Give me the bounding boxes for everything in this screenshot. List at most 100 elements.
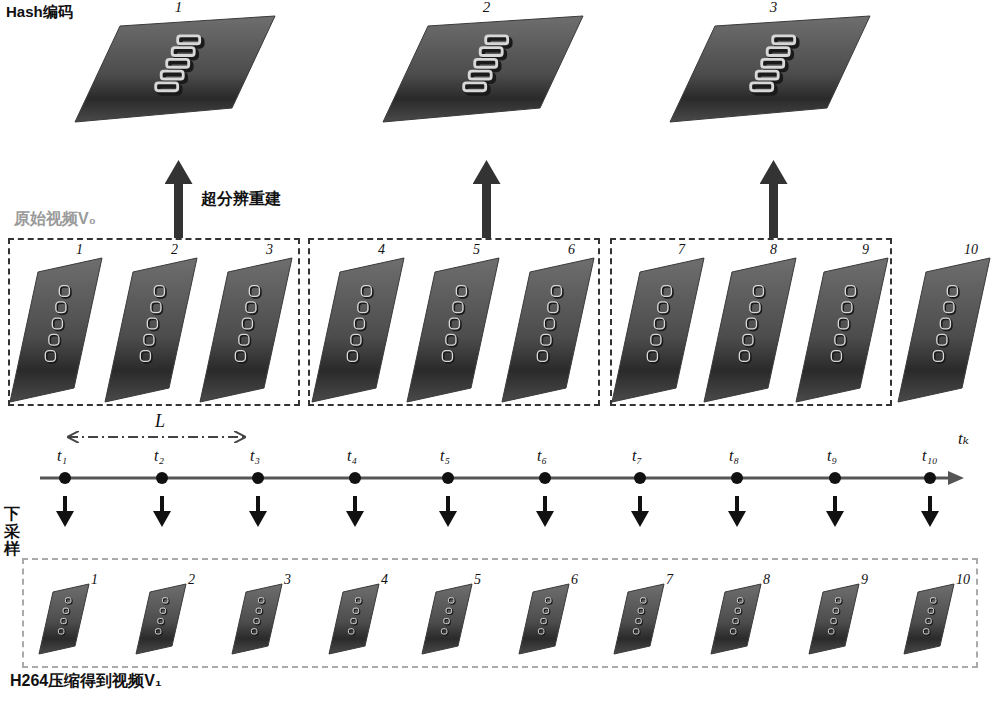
video-frame-node: 8	[711, 574, 781, 654]
glyph-highlight	[730, 629, 736, 634]
glyph-shadow	[349, 630, 355, 635]
glyph-highlight	[633, 629, 639, 634]
frame-number: 2	[383, 0, 590, 16]
section-label: Hash编码	[6, 4, 73, 21]
frame-image	[422, 584, 472, 654]
glyph-highlight	[548, 302, 558, 313]
glyph-highlight	[845, 286, 855, 297]
glyph-highlight	[762, 59, 784, 67]
glyph-highlight	[541, 618, 547, 623]
frame-number: 2	[171, 242, 178, 257]
frame-image	[711, 584, 761, 654]
glyph-highlight	[446, 608, 452, 613]
frame-image	[329, 584, 379, 654]
time-label: t₆	[537, 447, 547, 465]
frame-image	[670, 16, 870, 122]
glyph-shadow	[356, 599, 362, 604]
frame-number: 2	[188, 572, 195, 587]
glyph-shadow	[539, 630, 545, 635]
glyph-highlight	[647, 351, 657, 362]
video-frame-node: 1	[10, 242, 102, 402]
frame-group: 原始视频V₀123	[8, 238, 300, 406]
frame-number: 10	[964, 242, 978, 257]
video-frame-node: 7	[614, 574, 684, 654]
frame-group: 456	[308, 238, 600, 406]
glyph-highlight	[537, 351, 547, 362]
glyph-highlight	[160, 608, 166, 613]
glyph-highlight	[835, 334, 845, 345]
interval-dimension	[68, 436, 245, 438]
video-frame-node: 6	[519, 574, 589, 654]
time-dot	[349, 472, 361, 484]
glyph-highlight	[640, 598, 646, 603]
glyph-highlight	[56, 302, 66, 313]
glyph-highlight	[49, 334, 59, 345]
glyph-highlight	[351, 334, 361, 345]
video-frame-node: 2	[136, 574, 206, 654]
glyph-shadow	[64, 609, 70, 614]
video-frame-node: 9	[796, 242, 888, 402]
glyph-highlight	[486, 36, 508, 44]
frame-number: 4	[381, 572, 388, 587]
glyph-highlight	[140, 351, 150, 362]
frame-image	[796, 258, 888, 402]
glyph-shadow	[924, 630, 930, 635]
downsample-arrow	[638, 496, 642, 512]
frame-number: 1	[75, 0, 282, 16]
glyph-highlight	[162, 598, 168, 603]
frame-image	[136, 584, 186, 654]
glyph-highlight	[926, 618, 932, 623]
glyph-highlight	[541, 334, 551, 345]
video-frame	[502, 258, 594, 402]
glyph-shadow	[542, 619, 548, 624]
video-frame-node: 4	[312, 242, 404, 402]
video-frame	[232, 584, 282, 654]
glyph-highlight	[544, 318, 554, 329]
video-frame-node: 10	[904, 574, 974, 654]
reconstruction-arrow	[769, 184, 778, 238]
time-label: t₃	[250, 447, 260, 465]
glyph-highlight	[543, 608, 549, 613]
glyph-highlight	[940, 318, 950, 329]
frame-number: 9	[861, 572, 868, 587]
frame-image	[614, 584, 664, 654]
frame-image	[704, 258, 796, 402]
glyph-highlight	[161, 71, 183, 79]
video-frame	[383, 16, 583, 122]
time-label: t₄	[347, 447, 357, 465]
frame-number: 4	[378, 242, 385, 257]
video-frame	[75, 16, 275, 122]
glyph-highlight	[58, 629, 64, 634]
group-heading: 原始视频V₀	[14, 210, 96, 228]
glyph-highlight	[351, 618, 357, 623]
glyph-shadow	[832, 619, 838, 624]
glyph-highlight	[347, 351, 357, 362]
glyph-highlight	[354, 318, 364, 329]
glyph-shadow	[159, 619, 165, 624]
glyph-highlight	[144, 334, 154, 345]
glyph-highlight	[928, 608, 934, 613]
frame-number: 1	[76, 242, 83, 257]
glyph-shadow	[62, 619, 68, 624]
glyph-highlight	[45, 351, 55, 362]
video-frame	[105, 258, 197, 402]
glyph-highlight	[441, 629, 447, 634]
video-frame-node: 4	[329, 574, 399, 654]
glyph-highlight	[638, 608, 644, 613]
downsample-arrow	[833, 496, 837, 512]
glyph-shadow	[66, 599, 72, 604]
glyph-highlight	[651, 334, 661, 345]
glyph-shadow	[829, 630, 835, 635]
glyph-shadow	[731, 630, 737, 635]
glyph-highlight	[151, 302, 161, 313]
glyph-highlight	[353, 608, 359, 613]
reconstruction-arrow	[482, 184, 491, 238]
glyph-highlight	[235, 351, 245, 362]
frame-image	[312, 258, 404, 402]
frame-image	[232, 584, 282, 654]
glyph-highlight	[249, 286, 259, 297]
frame-number: 7	[678, 242, 685, 257]
time-label: t₁₀	[922, 447, 938, 465]
video-frame-node: 8	[704, 242, 796, 402]
